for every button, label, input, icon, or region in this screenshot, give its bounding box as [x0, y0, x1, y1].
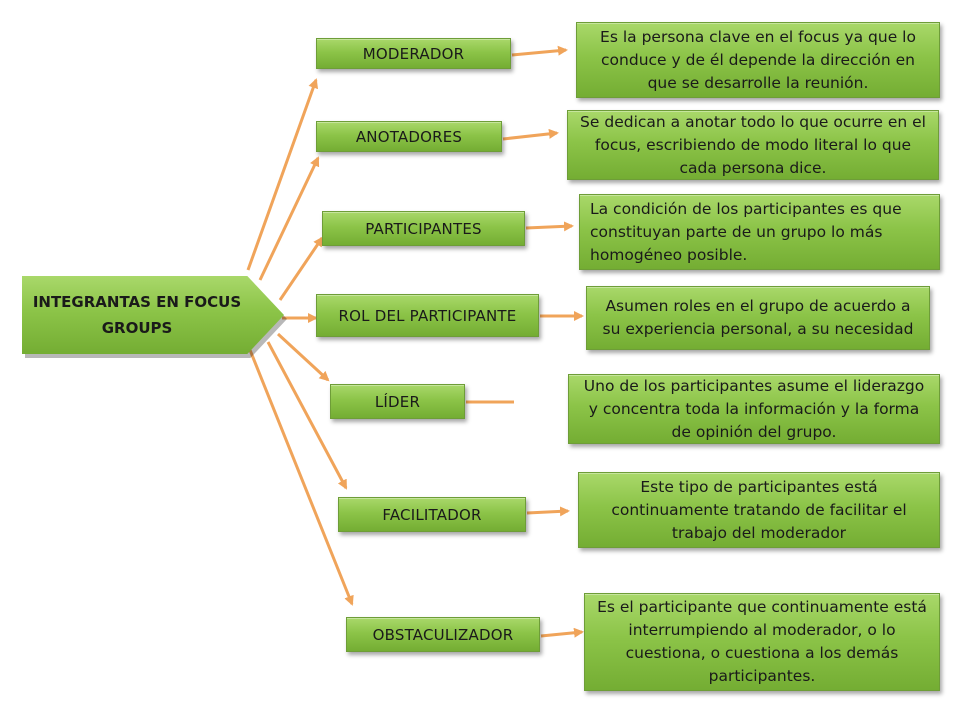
description-rol-del-participante-text: Asumen roles en el grupo de acuerdo a su… [602, 297, 914, 338]
role-facilitador: FACILITADOR [338, 497, 526, 532]
description-facilitador-text: Este tipo de participantes está continua… [611, 477, 907, 542]
root-node: INTEGRANTAS EN FOCUS GROUPS [22, 276, 284, 354]
description-participantes-text: La condición de los participantes es que… [590, 199, 902, 264]
arrow-anotadores-desc [502, 128, 559, 141]
role-rol-del-participante: ROL DEL PARTICIPANTE [316, 294, 539, 337]
arrow-participantes-desc [525, 221, 574, 232]
role-participantes: PARTICIPANTES [322, 211, 525, 246]
description-participantes: La condición de los participantes es que… [579, 194, 940, 270]
role-facilitador-label: FACILITADOR [382, 505, 482, 524]
description-moderador-text: Es la persona clave en el focus ya que l… [600, 27, 916, 92]
connector-arrow-lider [276, 332, 330, 382]
role-obstaculizador: OBSTACULIZADOR [346, 617, 540, 652]
role-rol-del-participante-label: ROL DEL PARTICIPANTE [338, 306, 517, 325]
arrow-obstaculizador-desc [540, 627, 584, 638]
connector-arrow-participantes [278, 236, 324, 301]
role-obstaculizador-label: OBSTACULIZADOR [372, 625, 514, 644]
role-moderador-label: MODERADOR [362, 44, 465, 63]
role-anotadores-label: ANOTADORES [355, 127, 463, 146]
description-lider: Uno de los participantes asume el lidera… [568, 374, 940, 444]
role-participantes-label: PARTICIPANTES [365, 219, 482, 238]
description-anotadores-text: Se dedican a anotar todo lo que ocurre e… [580, 112, 926, 177]
role-lider-label: LÍDER [374, 392, 421, 411]
arrow-facilitador-desc [526, 506, 570, 517]
description-anotadores: Se dedican a anotar todo lo que ocurre e… [567, 110, 939, 180]
role-anotadores: ANOTADORES [316, 121, 502, 152]
description-lider-text: Uno de los participantes asume el lidera… [583, 376, 925, 441]
role-lider: LÍDER [330, 384, 465, 419]
description-facilitador: Este tipo de participantes está continua… [578, 472, 940, 548]
role-moderador: MODERADOR [316, 38, 511, 69]
description-obstaculizador: Es el participante que continuamente est… [584, 593, 940, 691]
root-node-label: INTEGRANTAS EN FOCUS GROUPS [32, 293, 242, 337]
arrow-moderador-desc [511, 45, 568, 57]
connector-arrow-moderador [246, 78, 319, 271]
connector-arrow-facilitador [266, 341, 348, 490]
description-rol-del-participante: Asumen roles en el grupo de acuerdo a su… [586, 286, 930, 350]
connector-arrow-anotadores [258, 156, 320, 281]
description-moderador: Es la persona clave en el focus ya que l… [576, 22, 940, 98]
connector-arrow-obstaculizador [248, 349, 354, 606]
description-obstaculizador-text: Es el participante que continuamente est… [597, 598, 927, 685]
